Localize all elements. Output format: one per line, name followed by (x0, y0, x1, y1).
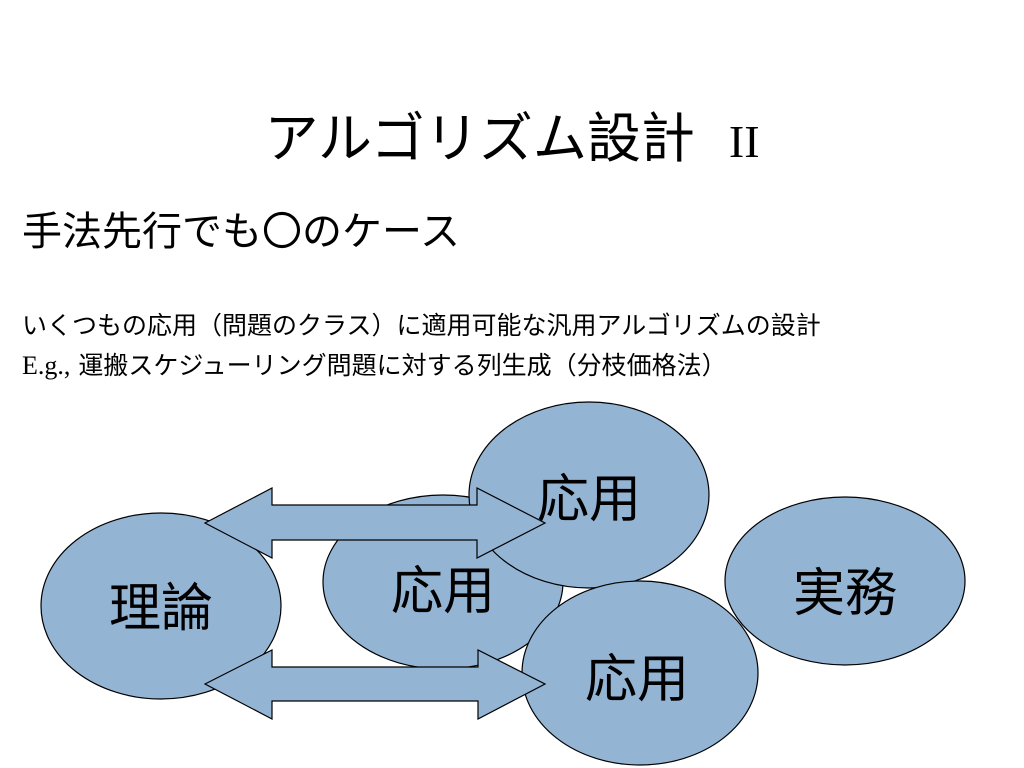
node-application-top (468, 401, 710, 589)
label-application-bottom: 応用 (585, 650, 689, 710)
node-theory (40, 512, 282, 700)
slide-title: アルゴリズム設計 II (0, 104, 1024, 177)
label-theory: 理論 (109, 579, 213, 639)
label-application-center: 応用 (391, 562, 495, 622)
body-line-2-text: 運搬スケジューリング問題に対する列生成（分枝価格法） (78, 351, 727, 380)
double-arrow-lower (203, 649, 547, 720)
slide-subtitle: 手法先行でも〇のケース (22, 209, 460, 255)
body-line-1: いくつもの応用（問題のクラス）に適用可能な汎用アルゴリズムの設計 (22, 311, 821, 340)
double-arrow-upper (203, 487, 547, 559)
label-application-top: 応用 (537, 470, 641, 530)
slide-title-suffix: II (728, 116, 760, 167)
slide-title-text: アルゴリズム設計 (264, 107, 695, 170)
body-line-2: E.g., 運搬スケジューリング問題に対する列生成（分枝価格法） (22, 349, 727, 383)
node-practice (724, 496, 966, 666)
body-line-2-prefix: E.g., (22, 351, 71, 380)
label-practice: 実務 (793, 564, 897, 624)
